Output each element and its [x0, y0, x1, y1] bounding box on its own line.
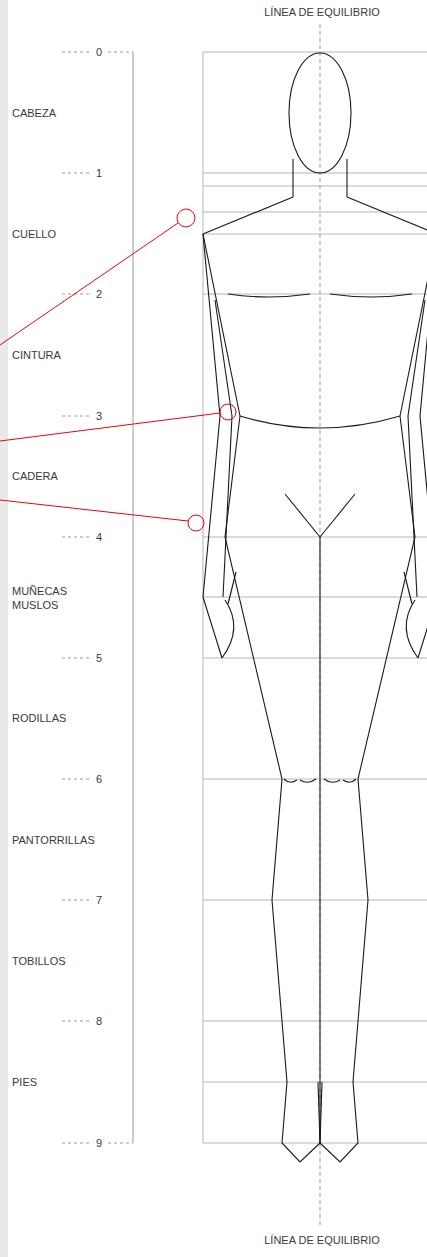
scale-number: 8 — [96, 1014, 102, 1028]
callout-marks — [0, 209, 236, 531]
part-label: MUÑECAS — [12, 584, 67, 598]
part-label: RODILLAS — [12, 711, 66, 725]
grid — [203, 24, 427, 1228]
scale-number: 3 — [96, 409, 102, 423]
scale-number: 9 — [96, 1136, 102, 1150]
part-label: CINTURA — [12, 348, 61, 362]
part-label: CUELLO — [12, 227, 56, 241]
scale-number: 6 — [96, 772, 102, 786]
axis-label: LÍNEA DE EQUILIBRIO — [262, 1233, 382, 1247]
scale-number: 5 — [96, 651, 102, 665]
side-strip — [0, 0, 8, 1257]
scale-number: 7 — [96, 893, 102, 907]
axis-label: LÍNEA DE EQUILIBRIO — [262, 5, 382, 19]
part-label: CADERA — [12, 469, 58, 483]
part-label: MUSLOS — [12, 598, 58, 612]
scale — [62, 52, 133, 1143]
scale-number: 1 — [96, 166, 102, 180]
part-label: CABEZA — [12, 106, 56, 120]
scale-number: 4 — [96, 530, 102, 544]
part-label: PIES — [12, 1075, 37, 1089]
part-label: PANTORRILLAS — [12, 833, 95, 847]
part-label: TOBILLOS — [12, 954, 66, 968]
scale-number: 2 — [96, 287, 102, 301]
human-figure — [203, 53, 427, 1162]
scale-number: 0 — [96, 45, 102, 59]
